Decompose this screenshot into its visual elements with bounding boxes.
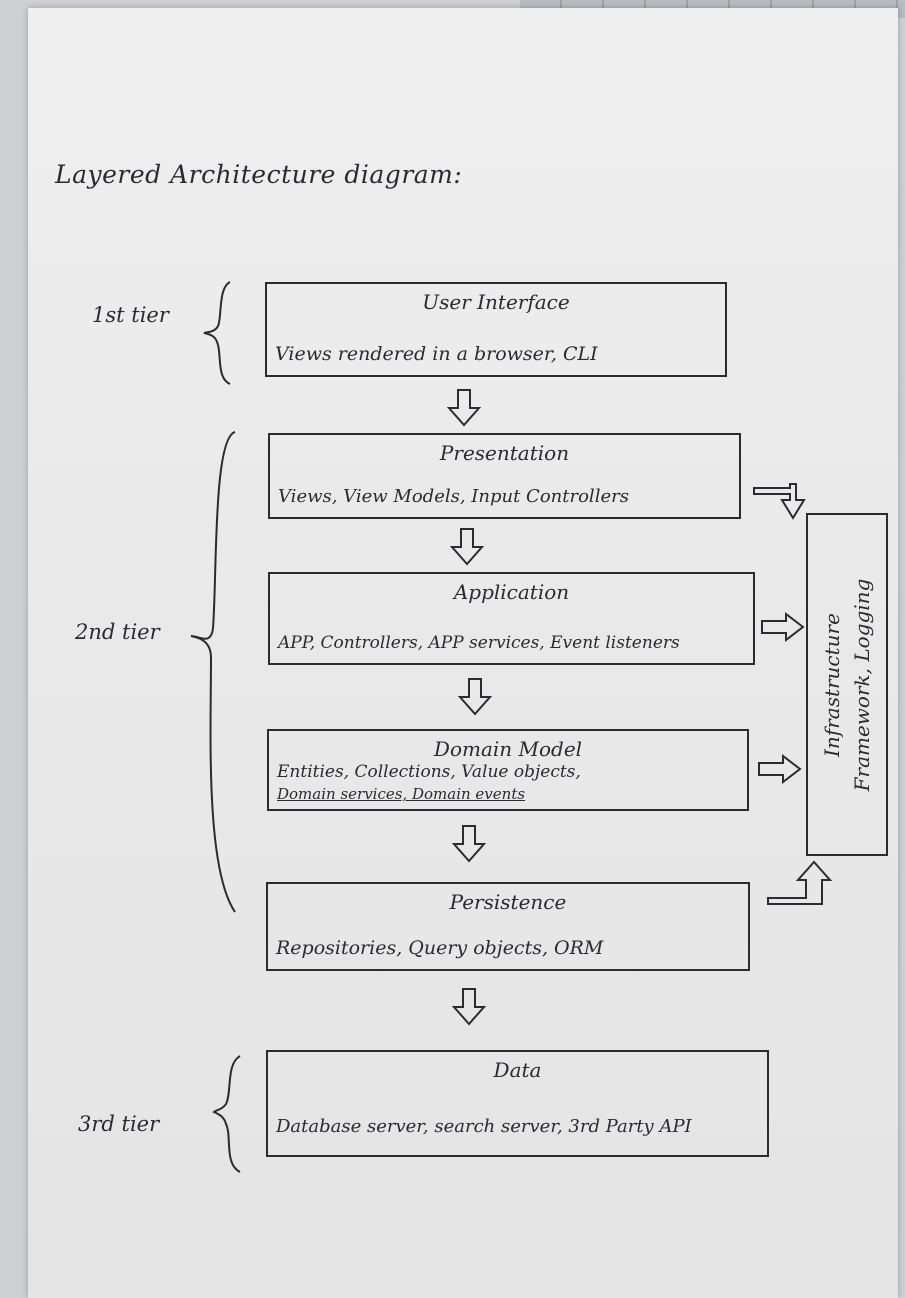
layer-title: Application <box>453 580 570 604</box>
layer-description-line2: Domain services, Domain events <box>277 785 526 803</box>
layer-description-line1: Entities, Collections, Value objects, <box>277 762 581 782</box>
down-arrow-icon <box>457 678 493 716</box>
layer-description: Views, View Models, Input Controllers <box>278 486 629 507</box>
down-arrow-icon <box>446 389 482 427</box>
layer-user-interface: User Interface Views rendered in a brows… <box>265 282 727 377</box>
layer-persistence: Persistence Repositories, Query objects,… <box>266 882 750 971</box>
layer-title: User Interface <box>422 290 570 314</box>
layer-title: Presentation <box>439 441 570 465</box>
layer-domain-model: Domain Model Entities, Collections, Valu… <box>267 729 749 811</box>
layer-title: Persistence <box>449 890 567 914</box>
layer-title: Domain Model <box>433 737 583 761</box>
layer-description: APP, Controllers, APP services, Event li… <box>278 633 680 653</box>
infrastructure-label: Infrastructure Framework, Logging <box>817 578 877 791</box>
bent-arrow-icon <box>767 860 832 905</box>
right-arrow-icon <box>761 612 805 642</box>
tier-label-first: 1st tier <box>92 303 169 327</box>
layer-title: Data <box>493 1058 542 1082</box>
layer-description: Database server, search server, 3rd Part… <box>276 1116 692 1137</box>
layer-description: Repositories, Query objects, ORM <box>276 937 604 959</box>
brace-second-tier <box>190 431 236 913</box>
down-arrow-icon <box>451 825 487 863</box>
right-arrow-icon <box>758 754 802 784</box>
layer-application: Application APP, Controllers, APP servic… <box>268 572 755 665</box>
infrastructure-line1: Infrastructure <box>820 612 844 757</box>
brace-third-tier <box>212 1055 241 1173</box>
down-arrow-icon <box>449 528 485 566</box>
down-arrow-icon <box>451 988 487 1026</box>
layer-description: Views rendered in a browser, CLI <box>275 343 598 365</box>
layer-presentation: Presentation Views, View Models, Input C… <box>268 433 741 519</box>
infrastructure-box: Infrastructure Framework, Logging <box>806 513 888 856</box>
brace-first-tier <box>203 281 231 385</box>
bent-arrow-icon <box>753 483 806 520</box>
tier-label-second: 2nd tier <box>75 620 160 644</box>
layer-data: Data Database server, search server, 3rd… <box>266 1050 769 1157</box>
tier-label-third: 3rd tier <box>78 1112 160 1136</box>
diagram-title: Layered Architecture diagram: <box>55 160 463 189</box>
layer-description: Entities, Collections, Value objects, Do… <box>277 761 741 805</box>
infrastructure-line2: Framework, Logging <box>850 578 874 791</box>
